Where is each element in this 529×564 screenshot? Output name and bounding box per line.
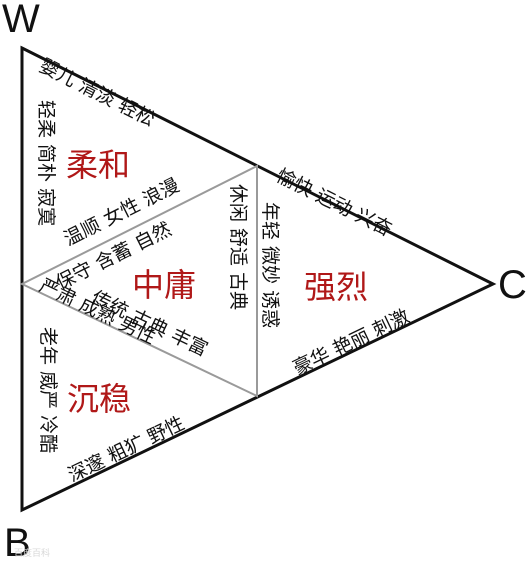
vertex-c-label: C [498,263,527,307]
soft-word-row-2: 轻柔 简朴 寂寞 [35,100,57,226]
strong-word-row-2: 年轻 微妙 诱惑 [259,202,281,328]
strong-word-row-3: 豪华 艳丽 刺激 [290,305,413,379]
soft-zone-title: 柔和 [66,146,130,184]
stable-zone-title: 沉稳 [67,380,131,418]
watermark-text: 百度百科 [14,547,50,559]
middle-word-row-2: 休闲 舒适 古典 [227,184,249,310]
middle-zone-title: 中庸 [132,266,196,304]
strong-word-row-1: 愉快 运动 兴奋 [273,165,396,241]
vertex-w-label: W [2,0,40,41]
vertex-b-label: B [4,521,31,564]
strong-zone-title: 强烈 [304,268,368,306]
stable-word-row-2: 老年 威严 冷酷 [37,327,59,453]
inner-triangle [19,164,258,398]
stable-word-row-3: 深邃 粗犷 野性 [65,412,188,486]
